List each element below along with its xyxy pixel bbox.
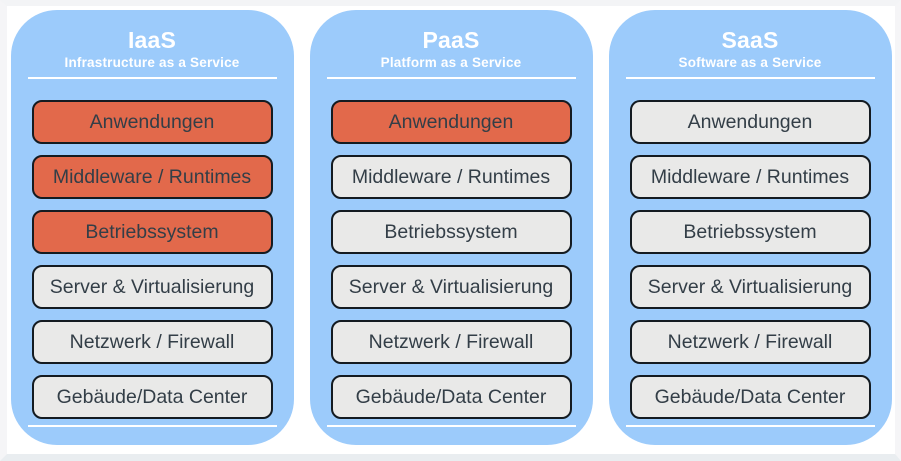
footer-rule-iaas xyxy=(27,425,277,427)
layer-saas-netzwerk-firewall: Netzwerk / Firewall xyxy=(629,320,871,365)
layer-saas-server-virtualisierung: Server & Virtualisierung xyxy=(629,265,871,310)
header-rule-paas xyxy=(326,77,576,80)
layer-iaas-anwendungen: Anwendungen xyxy=(31,100,273,145)
layer-saas-betriebssystem: Betriebssystem xyxy=(629,210,871,255)
layer-saas-middleware-runtimes: Middleware / Runtimes xyxy=(629,155,871,200)
layer-iaas-netzwerk-firewall: Netzwerk / Firewall xyxy=(31,320,273,365)
column-title-saas: SaaS xyxy=(721,27,779,53)
column-iaas: IaaS Infrastructure as a Service Anwendu… xyxy=(10,10,294,445)
layer-stack-saas: Anwendungen Middleware / Runtimes Betrie… xyxy=(609,100,892,420)
layer-paas-netzwerk-firewall: Netzwerk / Firewall xyxy=(330,320,572,365)
footer-rule-paas xyxy=(326,425,576,427)
column-title-paas: PaaS xyxy=(422,27,480,53)
layer-stack-paas: Anwendungen Middleware / Runtimes Betrie… xyxy=(310,100,593,420)
layer-stack-iaas: Anwendungen Middleware / Runtimes Betrie… xyxy=(11,100,294,420)
layer-iaas-gebaeude-data-center: Gebäude/Data Center xyxy=(31,375,273,420)
column-title-iaas: IaaS xyxy=(127,27,177,53)
column-subtitle-saas: Software as a Service xyxy=(678,55,822,71)
column-subtitle-paas: Platform as a Service xyxy=(380,55,522,71)
header-rule-saas xyxy=(625,77,875,80)
layer-saas-gebaeude-data-center: Gebäude/Data Center xyxy=(629,375,871,420)
column-subtitle-iaas: Infrastructure as a Service xyxy=(64,55,240,71)
column-paas: PaaS Platform as a Service Anwendungen M… xyxy=(309,10,593,445)
layer-iaas-server-virtualisierung: Server & Virtualisierung xyxy=(31,265,273,310)
layer-paas-middleware-runtimes: Middleware / Runtimes xyxy=(330,155,572,200)
layer-paas-anwendungen: Anwendungen xyxy=(330,100,572,145)
header-rule-iaas xyxy=(27,77,277,80)
layer-saas-anwendungen: Anwendungen xyxy=(629,100,871,145)
layer-paas-gebaeude-data-center: Gebäude/Data Center xyxy=(330,375,572,420)
service-model-columns: IaaS Infrastructure as a Service Anwendu… xyxy=(10,10,892,445)
layer-iaas-betriebssystem: Betriebssystem xyxy=(31,210,273,255)
layer-iaas-middleware-runtimes: Middleware / Runtimes xyxy=(31,155,273,200)
layer-paas-betriebssystem: Betriebssystem xyxy=(330,210,572,255)
column-saas: SaaS Software as a Service Anwendungen M… xyxy=(608,10,892,445)
layer-paas-server-virtualisierung: Server & Virtualisierung xyxy=(330,265,572,310)
footer-rule-saas xyxy=(625,425,875,427)
